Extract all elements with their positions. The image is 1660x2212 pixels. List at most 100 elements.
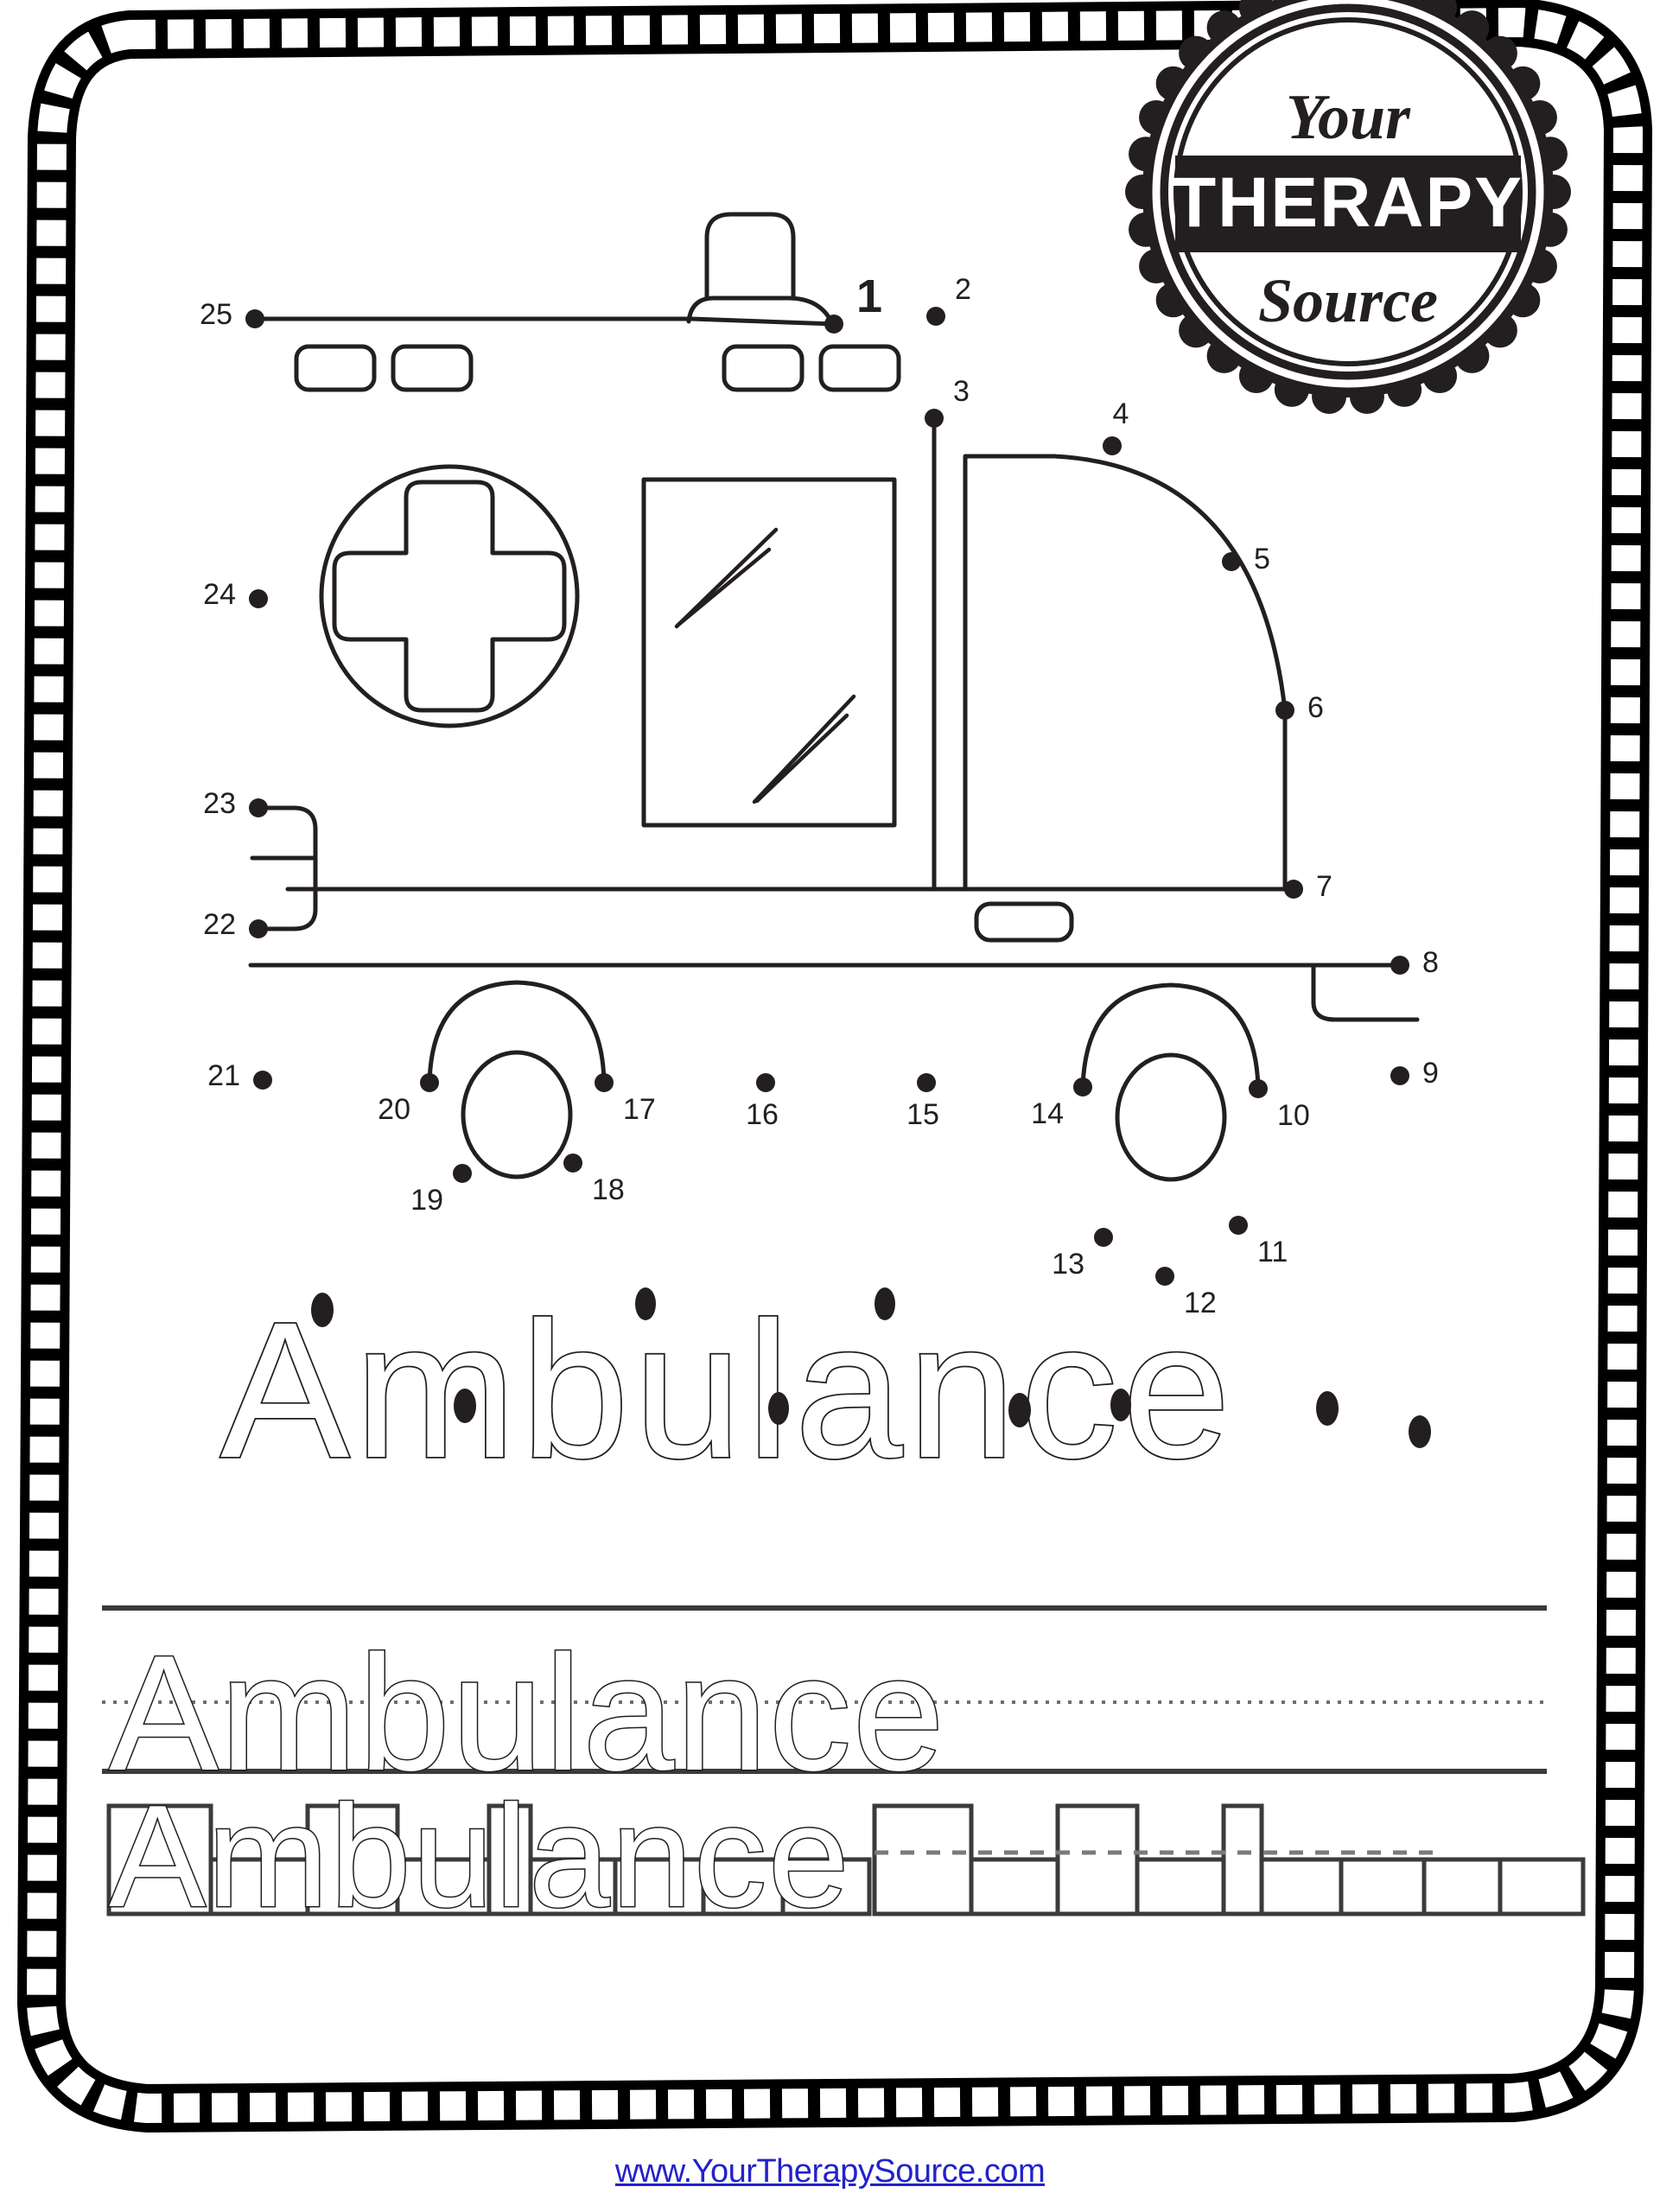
windshield-outline [963, 454, 1288, 892]
cross-shape [332, 480, 567, 713]
dot-label-14: 14 [1031, 1097, 1064, 1130]
dot-point-17 [595, 1073, 614, 1092]
medical-cross-emblem [319, 464, 580, 728]
rear-bumper-bracket [256, 805, 318, 931]
headlight-rect [974, 901, 1074, 943]
right-box-n-6 [1339, 1857, 1427, 1916]
start-dot-c [1316, 1391, 1339, 1426]
side-window-frame [641, 477, 897, 828]
side-window [641, 477, 897, 828]
windshield-cab [963, 454, 1288, 943]
siren-base [686, 296, 834, 324]
dot-point-25 [245, 309, 264, 328]
dot-marker-17: 17 [595, 1073, 656, 1126]
roof-line-right [689, 316, 836, 327]
dot-point-11 [1229, 1216, 1248, 1235]
dot-point-1 [824, 315, 843, 334]
rear-wheel-tire [461, 1050, 573, 1179]
siren-light-icon [686, 212, 834, 324]
dot-marker-2: 2 [926, 273, 971, 326]
dot-point-12 [1155, 1267, 1174, 1286]
window-shine-1b [676, 547, 772, 627]
dot-marker-8: 8 [1390, 946, 1439, 979]
dot-label-3: 3 [953, 375, 970, 408]
dot-label-23: 23 [203, 787, 236, 820]
page-border-frame [17, 0, 1652, 2133]
dot-label-1: 1 [856, 270, 882, 322]
dot-marker-6: 6 [1275, 691, 1324, 724]
roof-vent-1 [294, 344, 377, 392]
dot-point-22 [249, 919, 268, 938]
letter-box-sample-text: Ambulance [109, 1775, 851, 1937]
dot-label-9: 9 [1422, 1057, 1439, 1090]
trace-word-group: Ambulance [219, 1281, 1431, 1500]
dot-label-20: 20 [378, 1093, 410, 1126]
dot-label-21: 21 [207, 1059, 240, 1092]
roof-vent-2 [391, 344, 474, 392]
frame-rungs [27, 8, 1643, 2123]
dot-point-9 [1390, 1066, 1409, 1085]
handwriting-row-group: Ambulance [102, 1605, 1547, 1807]
dot-label-17: 17 [623, 1093, 656, 1126]
dot-marker-13: 13 [1052, 1228, 1113, 1281]
dot-label-22: 22 [203, 908, 236, 941]
right-box-c-7 [1421, 1857, 1503, 1916]
badge-line-source: Source [1258, 266, 1438, 335]
dot-marker-4: 4 [1103, 397, 1129, 455]
start-dot-m [454, 1389, 476, 1423]
dot-point-3 [925, 409, 944, 428]
right-box-a-5 [1259, 1857, 1344, 1916]
badge-ring-outer [1152, 0, 1544, 388]
dot-label-8: 8 [1422, 946, 1439, 979]
your-therapy-source-badge: Your THERAPY Source [1125, 0, 1571, 414]
front-wheel-tire [1115, 1052, 1227, 1182]
dot-marker-1: 1 [824, 270, 882, 334]
dot-point-18 [563, 1154, 582, 1173]
badge-center-band [1175, 156, 1521, 252]
dot-label-4: 4 [1113, 397, 1129, 430]
dot-point-6 [1275, 701, 1294, 720]
dot-marker-15: 15 [906, 1073, 939, 1131]
rear-wheel [427, 980, 607, 1179]
trace-start-dots [311, 1287, 1431, 1448]
dot-label-25: 25 [200, 298, 232, 331]
siren-dome [704, 212, 796, 301]
dot-marker-19: 19 [410, 1164, 472, 1217]
dot-point-16 [756, 1073, 775, 1092]
right-box-b-2 [1055, 1803, 1140, 1916]
footer-website-link[interactable]: www.YourTherapySource.com [614, 2153, 1046, 2190]
right-box-l-4 [1221, 1803, 1264, 1916]
dot-point-2 [926, 307, 945, 326]
trace-word-text: Ambulance [220, 1282, 1236, 1498]
dot-point-8 [1390, 956, 1409, 975]
right-box-e-8 [1498, 1857, 1586, 1916]
dot-marker-24: 24 [203, 578, 268, 611]
dot-point-10 [1249, 1079, 1268, 1098]
start-dot-u [768, 1392, 789, 1425]
dot-marker-11: 11 [1229, 1216, 1288, 1268]
dot-marker-14: 14 [1031, 1077, 1092, 1130]
start-dot-b-stem [875, 1287, 895, 1320]
badge-line-therapy: THERAPY [1173, 163, 1523, 242]
roof-vent-3 [722, 344, 805, 392]
dot-label-15: 15 [906, 1098, 939, 1131]
dot-marker-16: 16 [746, 1073, 779, 1131]
dot-point-23 [249, 798, 268, 817]
right-box-u-3 [1135, 1857, 1226, 1916]
dot-label-18: 18 [592, 1173, 625, 1206]
dot-label-11: 11 [1257, 1236, 1288, 1268]
dot-marker-18: 18 [563, 1154, 625, 1206]
dot-marker-23: 23 [203, 787, 268, 820]
dot-marker-5: 5 [1222, 543, 1270, 575]
left-box-e-8 [780, 1857, 872, 1916]
dot-label-16: 16 [746, 1098, 779, 1131]
dot-label-13: 13 [1052, 1248, 1084, 1281]
dot-marker-3: 3 [925, 375, 970, 428]
dot-marker-7: 7 [1284, 870, 1332, 903]
start-dot-m-stem [635, 1287, 656, 1320]
right-letter-boxes [872, 1803, 1586, 1916]
dot-label-6: 6 [1307, 691, 1324, 724]
front-step [1311, 963, 1420, 1022]
